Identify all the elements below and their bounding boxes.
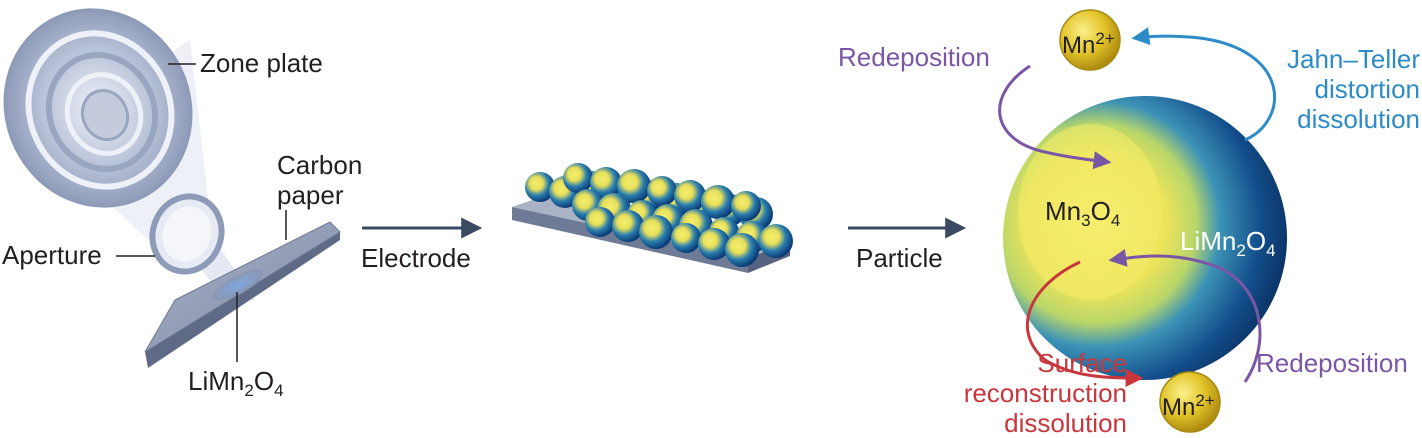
leader-lines [116,63,287,362]
particle-label: Particle [856,243,943,273]
electrode-particle [585,207,615,237]
electrode-particles [525,163,793,267]
redeposition-arrow-top [998,64,1112,170]
electrode-particle [725,233,759,267]
electrode-label: Electrode [361,243,471,273]
electrode-particle [563,163,593,193]
electrode-particle [731,191,761,221]
jahn-teller-label: Jahn–Teller distortion dissolution [1287,44,1420,134]
redeposition-label-top: Redeposition [838,42,990,72]
electrode-particle [759,224,793,258]
surface-reconstruction-label: Surface reconstruction dissolution [963,348,1127,438]
electrode-particle [639,215,673,249]
electrode-particle [612,210,644,242]
jahn-teller-arrow [1131,27,1277,142]
sample-spot [212,269,264,301]
electrode-particle [671,223,701,253]
zone-plate-label: Zone plate [200,48,323,78]
aperture-label: Aperture [2,240,102,270]
surface-reconstruction-arrow [1026,260,1144,387]
mn3o4-label: Mn3O4 [1045,196,1121,231]
electrode-particle [617,169,651,203]
electrode-particle [674,180,706,212]
mn-ion-top [1059,9,1121,71]
limn2o4-label-right: LiMn2O4 [1180,226,1276,261]
mn-ion-bottom-label: Mn2+ [1162,391,1215,421]
aperture-icon [149,193,225,275]
carbon-paper-label: Carbon paper [277,150,363,210]
electrode-particle [698,228,730,260]
electrode-particle [590,167,622,199]
redeposition-arrow-bottom [1108,248,1262,383]
redeposition-label-bottom: Redeposition [1256,348,1408,378]
electrode-particle [701,185,735,219]
electrode-particle [647,176,677,206]
electrode-particle [525,172,555,202]
limn2o4-label-left: LiMn2O4 [188,366,284,401]
carbon-paper-slab [144,221,341,368]
zone-plate-icon [3,8,193,208]
mn-ion-top-label: Mn2+ [1062,29,1115,59]
mn-ion-bottom [1159,371,1221,433]
